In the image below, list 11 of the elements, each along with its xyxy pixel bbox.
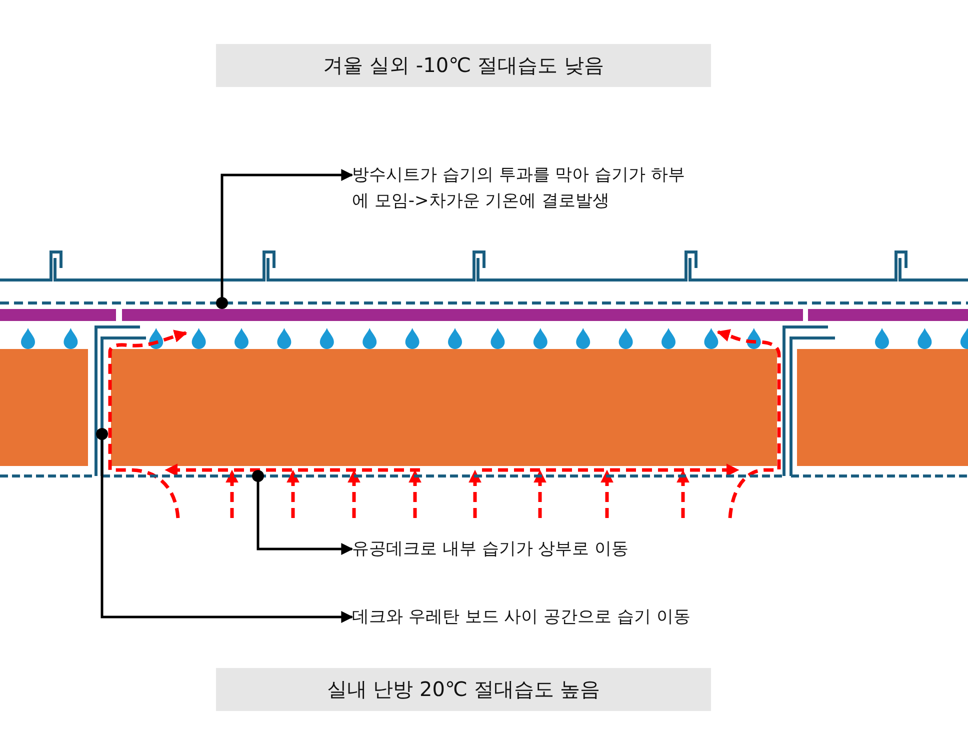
- callout-text: 방수시트가 습기의 투과를 막아 습기가 하부 에 모임->차가운 기온에 결로발생: [352, 162, 704, 218]
- leader-line: [252, 470, 354, 555]
- perforated-deck-line: [0, 474, 968, 478]
- callout-text: 유공데크로 내부 습기가 상부로 이동: [352, 536, 692, 562]
- condition-banner: 겨울 실외 -10℃ 절대습도 낮음: [216, 44, 711, 87]
- waterproof-sheet-line: [0, 302, 968, 304]
- callout-text: 데크와 우레탄 보드 사이 공간으로 습기 이동: [352, 604, 752, 630]
- flashing: [94, 326, 148, 478]
- leader-line: [216, 169, 354, 309]
- condition-banner: 실내 난방 20℃ 절대습도 높음: [216, 668, 711, 711]
- leader-line: [96, 428, 354, 623]
